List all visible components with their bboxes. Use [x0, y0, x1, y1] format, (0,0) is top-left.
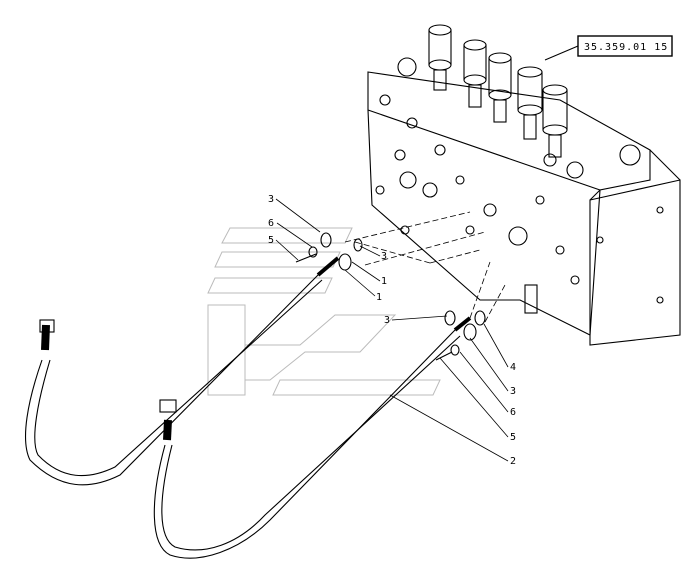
- callout-4: 4: [510, 362, 516, 373]
- control-valve-block: [367, 57, 681, 346]
- hose-right: [153, 316, 472, 559]
- callout-5: 5: [268, 235, 274, 246]
- solenoid-coil: [542, 84, 568, 158]
- callout-6: 6: [268, 218, 274, 229]
- alignment-lines: [344, 211, 506, 323]
- callout-3: 3: [384, 315, 390, 326]
- callout-1: 1: [376, 292, 382, 303]
- callout-3: 3: [381, 251, 387, 262]
- watermark-logo: [207, 227, 441, 396]
- reference-box: 35.359.01 15: [544, 35, 673, 61]
- callout-1: 1: [381, 276, 387, 287]
- callout-5: 5: [510, 432, 516, 443]
- fittings: [295, 232, 486, 361]
- reference-box-label: 35.359.01 15: [584, 42, 668, 53]
- solenoid-coil: [428, 24, 452, 91]
- solenoid-coils: [428, 24, 568, 158]
- solenoid-coil: [463, 39, 487, 108]
- solenoid-coil: [488, 52, 512, 123]
- leader-lines: [275, 198, 509, 462]
- callout-3: 3: [510, 386, 516, 397]
- callout-labels: 3 6 5 3 1 1 3 4 3 6 5 2: [268, 194, 516, 467]
- callout-6: 6: [510, 407, 516, 418]
- hose-left: [25, 256, 340, 486]
- callout-3: 3: [268, 194, 274, 205]
- solenoid-coil: [517, 66, 543, 140]
- callout-2: 2: [510, 456, 516, 467]
